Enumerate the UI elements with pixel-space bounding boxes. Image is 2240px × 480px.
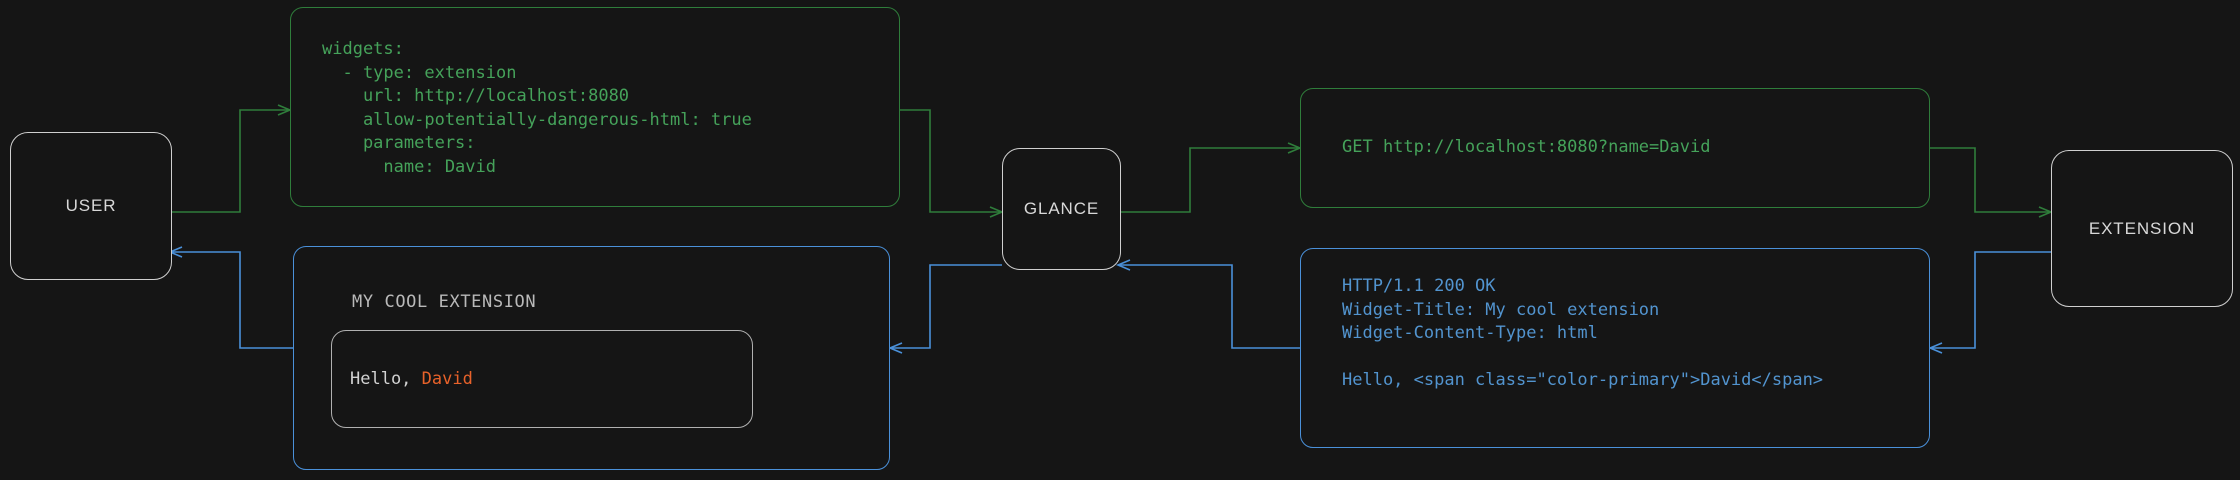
node-extension-label: EXTENSION xyxy=(2088,218,2196,238)
node-extension[interactable]: EXTENSION xyxy=(2051,150,2233,307)
wire-user-to-config xyxy=(170,104,293,213)
panel-widget-preview: MY COOL EXTENSION Hello, David xyxy=(293,246,890,470)
widget-name-accent: David xyxy=(421,369,473,389)
widget-body: Hello, David xyxy=(332,369,473,389)
wire-widget-to-user xyxy=(167,246,293,349)
request-code: GET http://localhost:8080?name=David xyxy=(1342,137,1711,157)
wire-config-to-glance xyxy=(900,109,1005,218)
node-glance[interactable]: GLANCE xyxy=(1002,148,1121,270)
wire-response-to-glance xyxy=(1115,259,1300,349)
wire-glance-to-widget xyxy=(887,264,1002,354)
config-code: widgets: - type: extension url: http://l… xyxy=(322,39,752,177)
node-glance-label: GLANCE xyxy=(1023,199,1100,218)
response-code: HTTP/1.1 200 OK Widget-Title: My cool ex… xyxy=(1342,276,1824,390)
panel-config: widgets: - type: extension url: http://l… xyxy=(290,7,900,207)
widget-content-box: Hello, David xyxy=(331,330,753,428)
wire-glance-to-request xyxy=(1118,142,1303,213)
node-user-label: USER xyxy=(65,196,117,215)
wire-extension-to-response xyxy=(1927,251,2051,354)
widget-title: MY COOL EXTENSION xyxy=(352,292,537,312)
wire-request-to-extension xyxy=(1930,147,2054,218)
panel-response: HTTP/1.1 200 OK Widget-Title: My cool ex… xyxy=(1300,248,1930,448)
widget-greeting: Hello, xyxy=(350,369,422,389)
node-user[interactable]: USER xyxy=(10,132,172,280)
panel-request: GET http://localhost:8080?name=David xyxy=(1300,88,1930,208)
